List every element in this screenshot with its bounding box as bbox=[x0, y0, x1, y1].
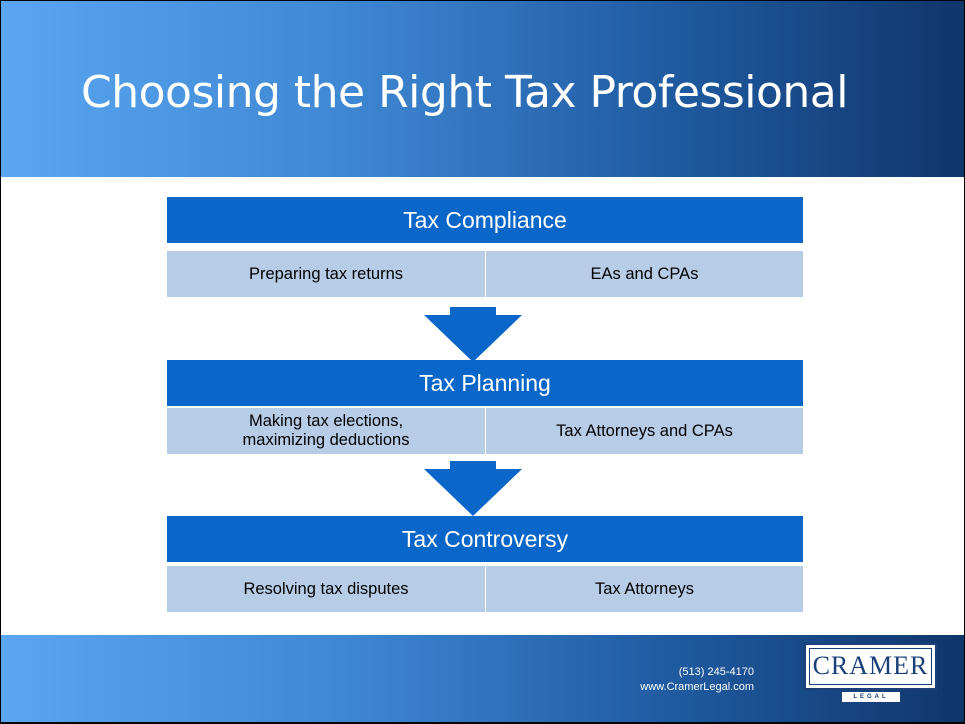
contact-info: (513) 245-4170 www.CramerLegal.com bbox=[640, 665, 754, 695]
logo-frame bbox=[809, 648, 932, 685]
stage-heading-tax-controversy: Tax Controversy bbox=[167, 516, 803, 562]
title-banner: Choosing the Right Tax Professional bbox=[1, 1, 964, 177]
logo-subtitle: LEGAL bbox=[842, 692, 900, 702]
cramer-logo: CRAMER bbox=[804, 643, 937, 690]
footer-banner: (513) 245-4170 www.CramerLegal.com CRAME… bbox=[1, 635, 964, 722]
stage-activity-tax-planning-text: Making tax elections, maximizing deducti… bbox=[242, 412, 410, 449]
logo-name: CRAMER bbox=[812, 651, 929, 680]
stage-activity-tax-compliance: Preparing tax returns bbox=[167, 251, 485, 297]
stage-activity-tax-controversy: Resolving tax disputes bbox=[167, 566, 485, 612]
stage-heading-tax-compliance: Tax Compliance bbox=[167, 197, 803, 243]
stage-professionals-tax-controversy: Tax Attorneys bbox=[486, 566, 803, 612]
phone-number: (513) 245-4170 bbox=[678, 666, 754, 678]
stage-activity-tax-planning: Making tax elections, maximizing deducti… bbox=[167, 408, 485, 454]
website-link: www.CramerLegal.com bbox=[640, 681, 754, 693]
down-arrow-icon bbox=[424, 461, 522, 516]
down-arrow-icon bbox=[424, 307, 522, 362]
stage-professionals-tax-compliance: EAs and CPAs bbox=[486, 251, 803, 297]
stage-professionals-tax-planning: Tax Attorneys and CPAs bbox=[486, 408, 803, 454]
stage-heading-tax-planning: Tax Planning bbox=[167, 360, 803, 406]
slide-title: Choosing the Right Tax Professional bbox=[81, 67, 848, 118]
